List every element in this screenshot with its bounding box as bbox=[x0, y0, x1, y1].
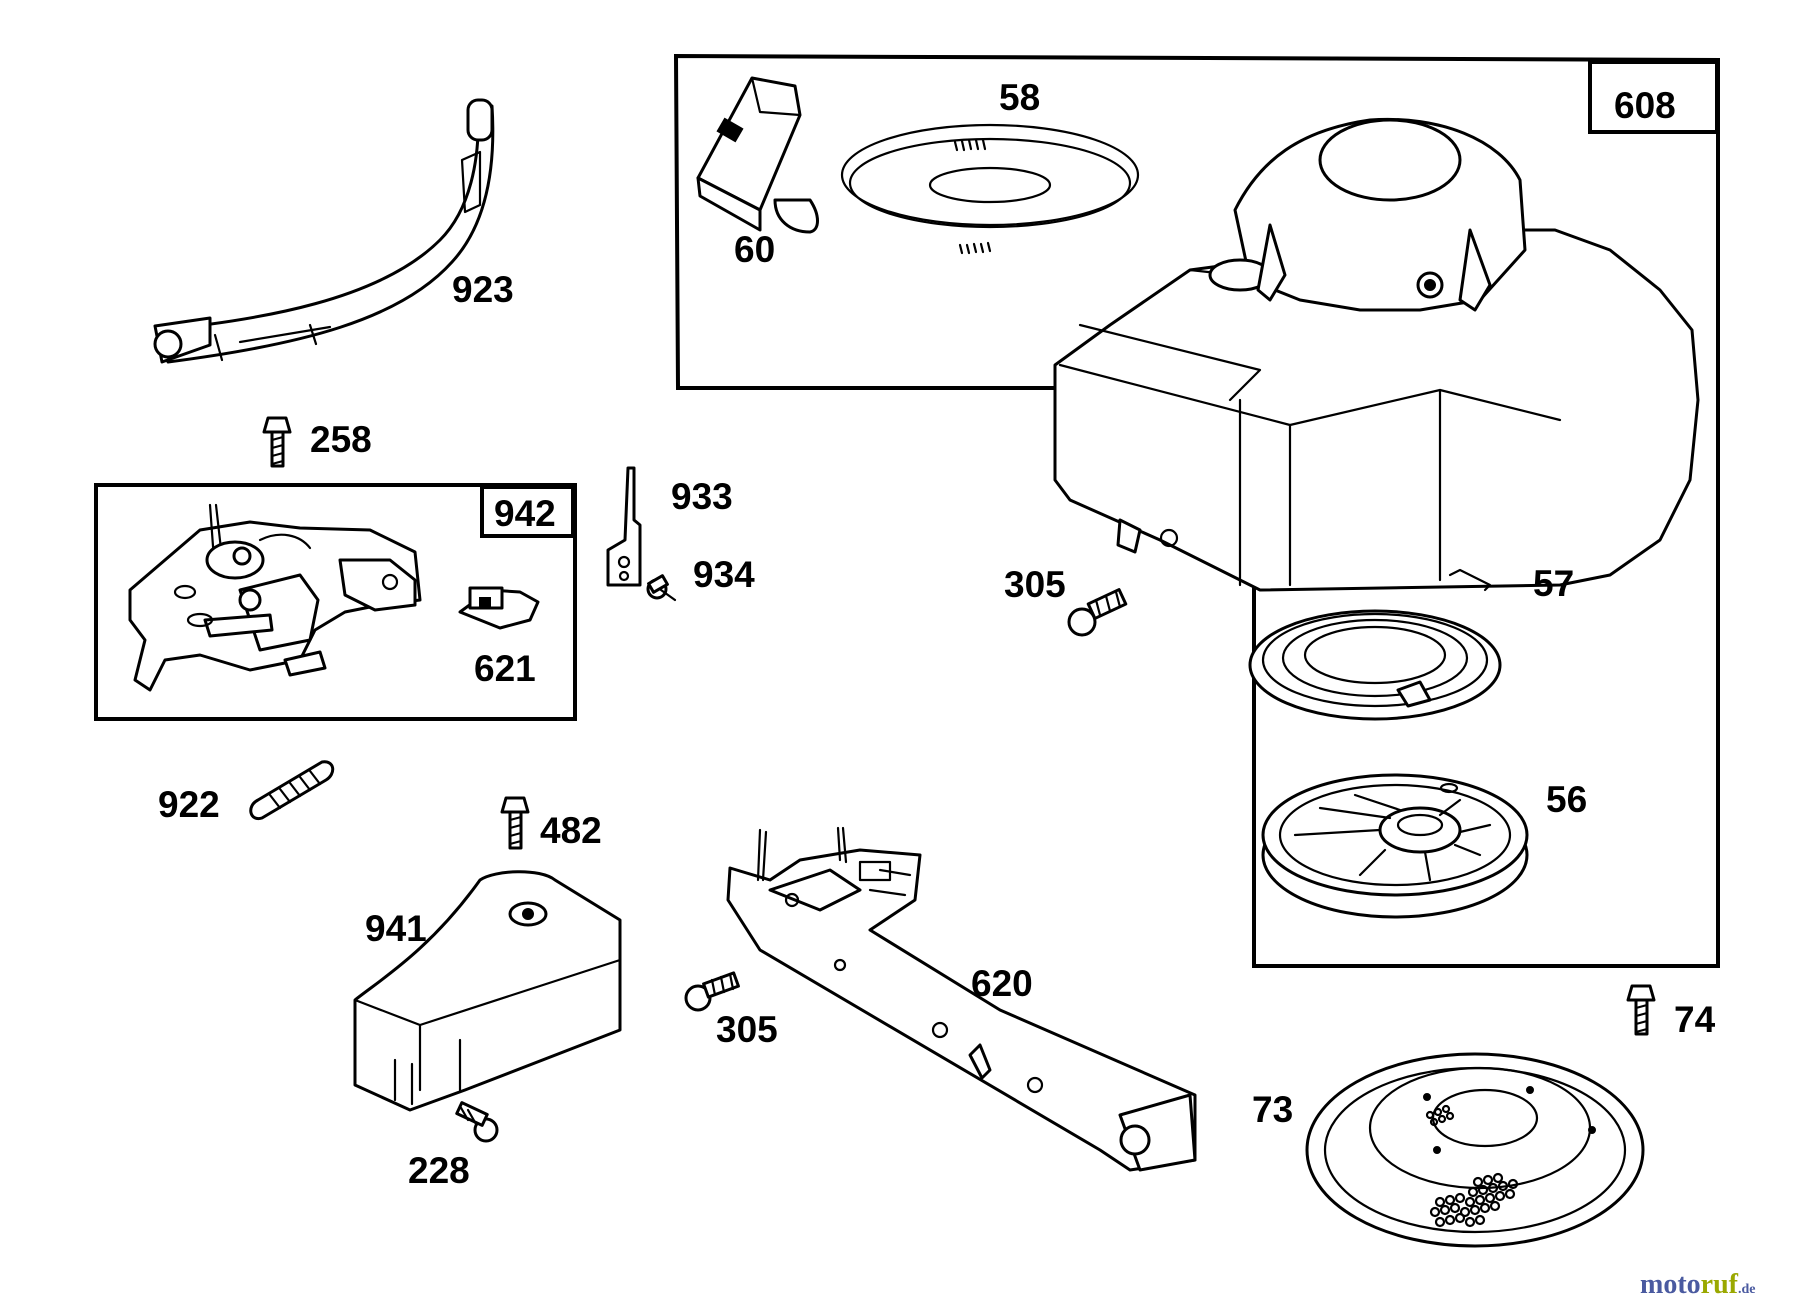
label-942: 942 bbox=[494, 493, 556, 534]
svg-text:motoruf.de: motoruf.de bbox=[1640, 1269, 1755, 1300]
label-box-942 bbox=[480, 485, 575, 538]
screw-305-upper bbox=[1067, 588, 1128, 637]
label-934: 934 bbox=[693, 554, 755, 595]
label-923: 923 bbox=[452, 269, 514, 310]
control-bracket-620 bbox=[726, 826, 1197, 1172]
label-258: 258 bbox=[310, 419, 372, 460]
watermark-logo: motoruf.de bbox=[1640, 1269, 1755, 1300]
label-305-lower: 305 bbox=[716, 1009, 778, 1050]
watermark-part1: moto bbox=[1640, 1269, 1701, 1300]
blower-housing-608 bbox=[1053, 117, 1700, 592]
clip-621 bbox=[458, 586, 540, 630]
label-73: 73 bbox=[1252, 1089, 1293, 1130]
screw-258 bbox=[262, 416, 292, 468]
screw-934 bbox=[646, 574, 677, 602]
governor-control-plate bbox=[128, 503, 422, 692]
label-305-upper: 305 bbox=[1004, 564, 1066, 605]
watermark-suffix: .de bbox=[1738, 1282, 1756, 1297]
label-608: 608 bbox=[1614, 85, 1676, 126]
spring-922 bbox=[249, 760, 335, 821]
label-621: 621 bbox=[474, 648, 536, 689]
label-57: 57 bbox=[1533, 563, 1574, 604]
label-58: 58 bbox=[999, 77, 1040, 118]
starter-handle-60 bbox=[696, 76, 819, 234]
screw-482 bbox=[500, 796, 530, 850]
starter-rope-58 bbox=[840, 123, 1140, 255]
cover-block-941 bbox=[353, 870, 622, 1112]
label-922: 922 bbox=[158, 784, 220, 825]
recoil-spring-57 bbox=[1248, 568, 1502, 721]
label-482: 482 bbox=[540, 810, 602, 851]
label-941: 941 bbox=[365, 908, 427, 949]
screw-228 bbox=[455, 1101, 499, 1143]
label-box-608 bbox=[1588, 60, 1719, 134]
governor-link-strip bbox=[153, 98, 495, 364]
watermark-part2: ruf bbox=[1701, 1269, 1739, 1300]
part-labels: 923 258 942 621 933 934 922 482 941 228 … bbox=[158, 77, 1716, 1191]
starter-pulley-56 bbox=[1261, 773, 1529, 919]
screw-305-lower bbox=[684, 971, 740, 1012]
group-frame-942 bbox=[94, 483, 577, 721]
label-933: 933 bbox=[671, 476, 733, 517]
screen-mesh bbox=[1425, 1104, 1519, 1228]
label-620: 620 bbox=[971, 963, 1033, 1004]
label-228: 228 bbox=[408, 1150, 470, 1191]
screw-74 bbox=[1626, 984, 1656, 1036]
rotating-screen-73 bbox=[1305, 1052, 1645, 1248]
label-56: 56 bbox=[1546, 779, 1587, 820]
group-frame-608 bbox=[673, 53, 1720, 968]
link-933 bbox=[606, 466, 642, 587]
label-74: 74 bbox=[1674, 999, 1716, 1040]
label-60: 60 bbox=[734, 229, 775, 270]
